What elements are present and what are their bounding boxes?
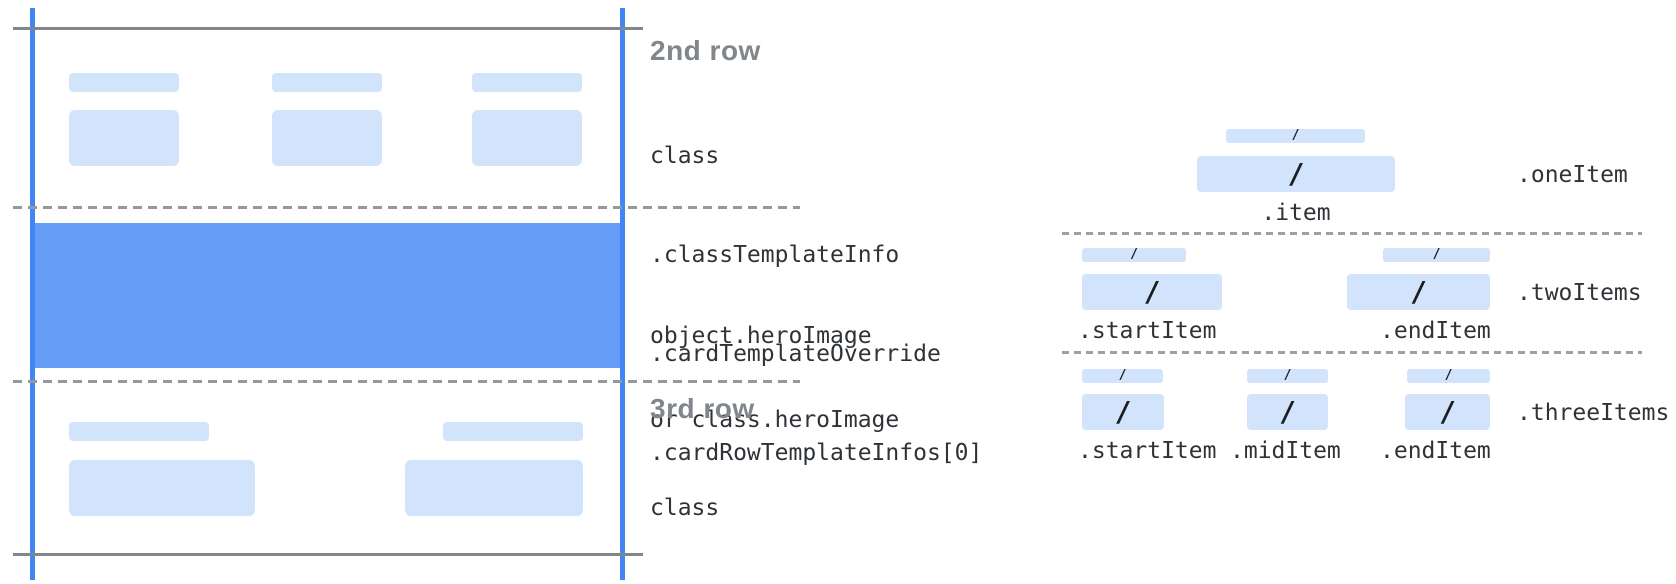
start-item-label-bar: / (1082, 248, 1186, 262)
start-item-value-bar: / (1082, 274, 1222, 310)
one-item-template-label: .oneItem (1517, 162, 1628, 188)
row3-col2-value-placeholder (405, 460, 583, 516)
row2-divider-dashed-line (13, 206, 800, 209)
end-item-label-bar: / (1383, 248, 1490, 262)
row2-col1-value-placeholder (69, 110, 179, 166)
card-left-margin-line (30, 8, 35, 580)
row2-col3-label-placeholder (472, 73, 582, 92)
row2-col2-value-placeholder (272, 110, 382, 166)
slash-glyph: / (1291, 128, 1300, 143)
two-items-template-label: .twoItems (1517, 280, 1642, 306)
template-divider-dashed-line (1062, 232, 1642, 235)
row3-heading: 3rd row (650, 393, 755, 424)
row3-col1-value-placeholder (69, 460, 255, 516)
start-item-caption: .startItem (1078, 438, 1217, 464)
row3-col2-label-placeholder (443, 422, 583, 441)
mid-item-value-bar: / (1247, 394, 1328, 430)
slash-glyph: / (1439, 395, 1456, 428)
row3-col1-label-placeholder (69, 422, 209, 441)
hero-image-path: object.heroImage or class.heroImage (650, 266, 899, 490)
end-item-caption: .endItem (1380, 438, 1491, 464)
row2-col2-label-placeholder (272, 73, 382, 92)
slash-glyph: / (1444, 368, 1453, 383)
code-line: .cardRowTemplateInfos[0] (650, 440, 983, 466)
one-item-value-bar: / (1197, 156, 1395, 192)
slash-glyph: / (1287, 157, 1305, 190)
template-divider-dashed-line (1062, 351, 1642, 354)
slash-glyph: / (1114, 395, 1132, 428)
row2-heading: 2nd row (650, 35, 761, 66)
card-top-boundary-line (13, 27, 643, 30)
slash-glyph: / (1118, 368, 1127, 383)
code-line: .classTemplateInfo (650, 242, 900, 268)
one-item-label-bar: / (1226, 129, 1365, 143)
mid-item-label-bar: / (1247, 369, 1328, 383)
row3-divider-dashed-line (13, 380, 800, 383)
end-item-value-bar: / (1347, 274, 1490, 310)
slash-glyph: / (1279, 395, 1296, 428)
code-line: or class.heroImage (650, 407, 900, 433)
end-item-value-bar: / (1405, 394, 1490, 430)
three-items-template-label: .threeItems (1517, 400, 1670, 426)
start-item-value-bar: / (1082, 394, 1164, 430)
row3-class-path: class .classTemplateInfo .cardTemplateOv… (650, 426, 982, 584)
code-line: object.heroImage (650, 323, 872, 349)
code-line: .cardTemplateOverride (650, 341, 941, 367)
row2-col3-value-placeholder (472, 110, 582, 166)
card-bottom-boundary-line (13, 553, 643, 556)
code-line: class (650, 495, 720, 521)
hero-image-band (35, 223, 620, 368)
card-right-margin-line (620, 8, 625, 580)
slash-glyph: / (1410, 275, 1427, 308)
start-item-label-bar: / (1082, 369, 1163, 383)
code-line: class (650, 143, 720, 169)
row2-col1-label-placeholder (69, 73, 179, 92)
end-item-label-bar: / (1407, 369, 1490, 383)
start-item-caption: .startItem (1078, 318, 1217, 344)
row2-class-path: class .classTemplateInfo .cardTemplateOv… (650, 74, 982, 536)
slash-glyph: / (1432, 247, 1441, 262)
slash-glyph: / (1143, 275, 1161, 308)
end-item-caption: .endItem (1380, 318, 1491, 344)
item-caption: .item (1261, 200, 1331, 226)
mid-item-caption: .midItem (1230, 438, 1341, 464)
slash-glyph: / (1130, 247, 1138, 262)
slash-glyph: / (1283, 368, 1292, 383)
